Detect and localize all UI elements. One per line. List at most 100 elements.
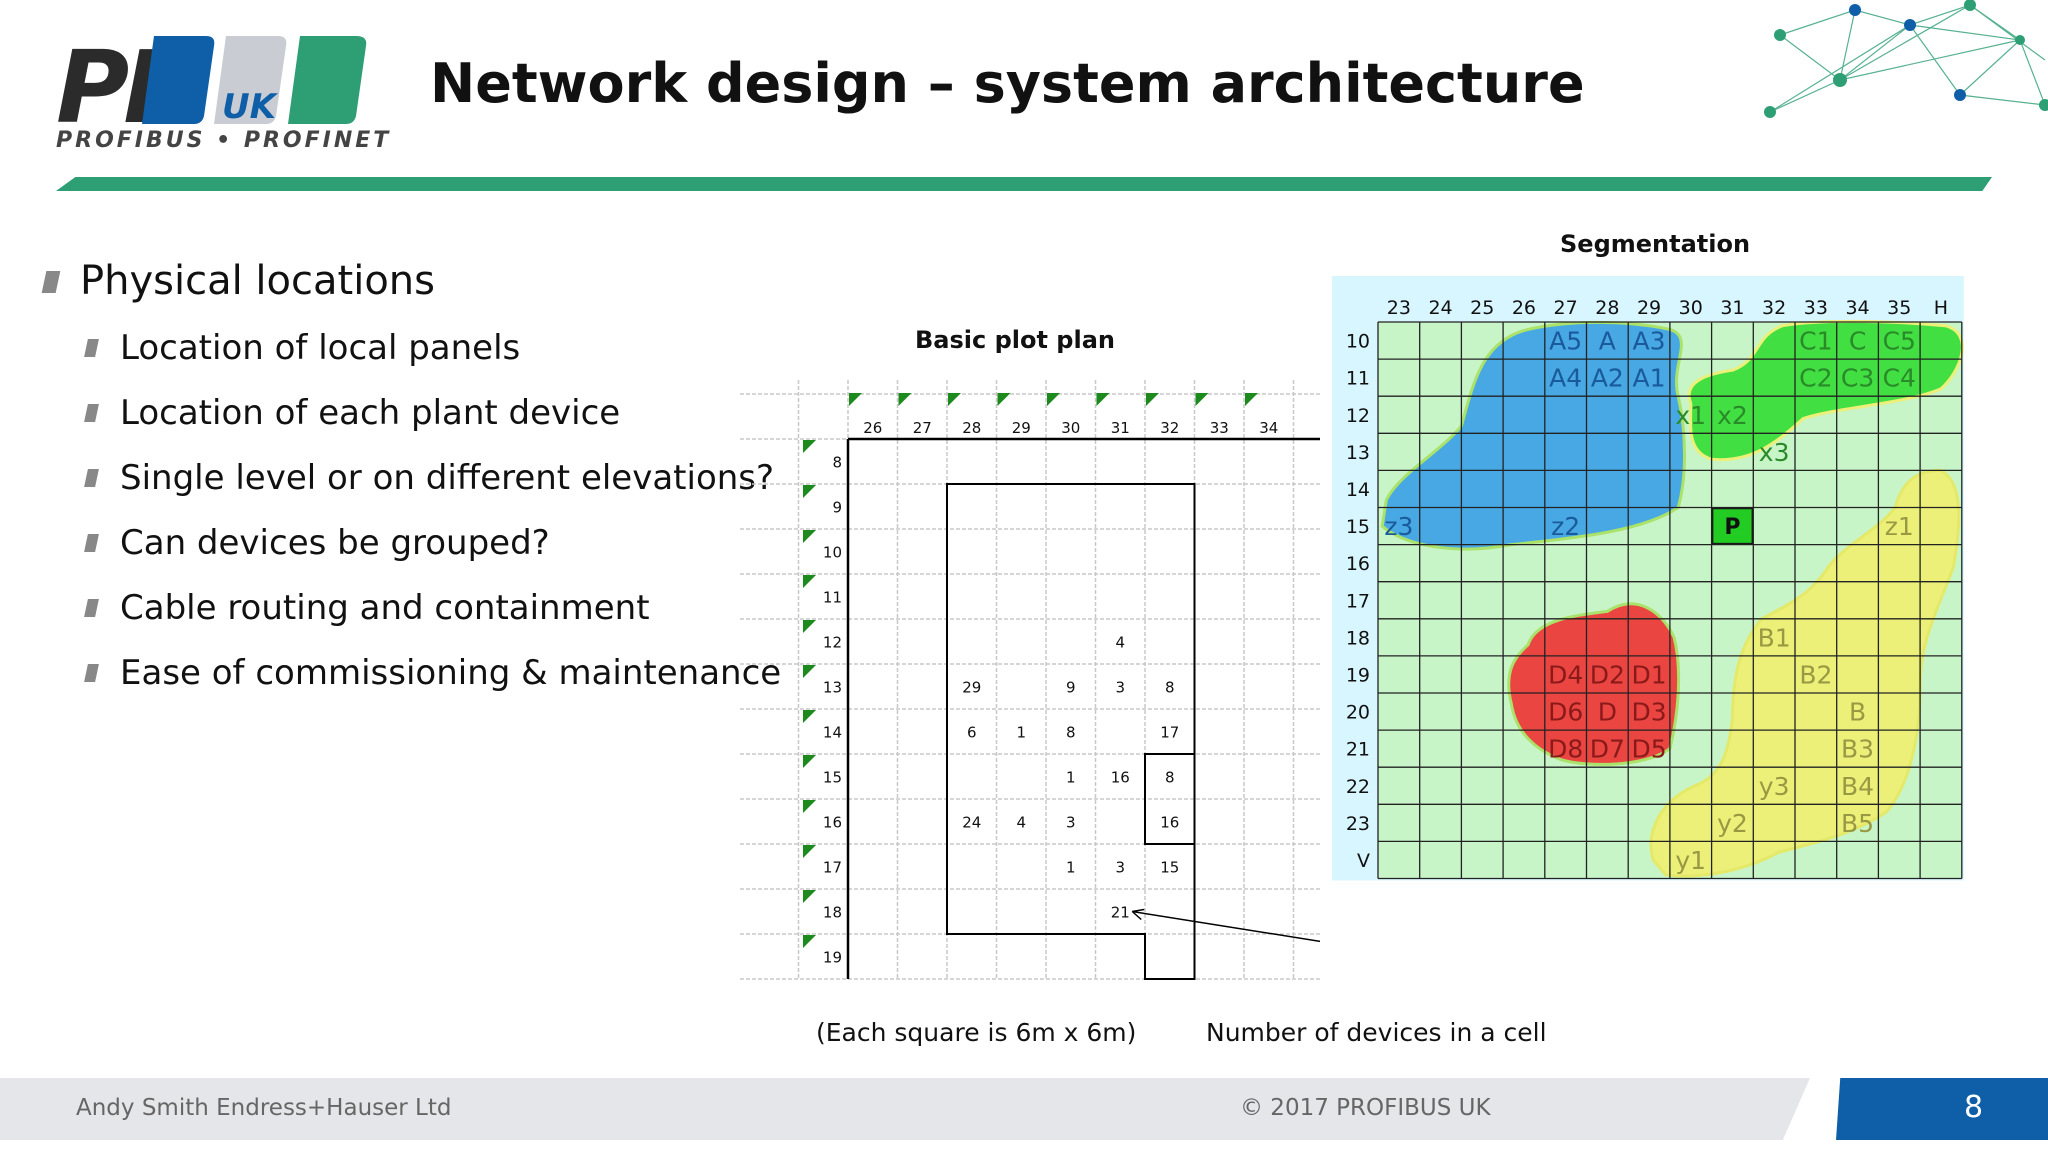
seg-row-label: 15: [1346, 516, 1370, 538]
seg-row-label: 18: [1346, 627, 1370, 649]
network-node: [1964, 0, 1976, 11]
seg-col-label: 31: [1720, 297, 1744, 319]
seg-col-label: 24: [1428, 297, 1452, 319]
plot-cell-value: 4: [1115, 634, 1125, 652]
seg-device-label: A4: [1549, 364, 1582, 393]
sub-bullet-5: Cable routing and containment: [120, 588, 650, 628]
network-node: [1954, 89, 1966, 101]
plot-row-flag: [803, 575, 816, 588]
seg-device-label: D5: [1631, 735, 1666, 764]
seg-row-label: 11: [1346, 368, 1370, 390]
plot-col-flag: [1096, 393, 1110, 406]
seg-device-label: D3: [1631, 698, 1666, 727]
plot-row-label: 18: [823, 904, 842, 922]
plot-col-flag: [849, 393, 862, 406]
plot-col-flag: [1195, 393, 1209, 406]
seg-col-label: 33: [1804, 297, 1828, 319]
plot-cell-value: 6: [967, 724, 977, 742]
seg-row-label: 10: [1346, 331, 1370, 353]
footer-copyright: © 2017 PROFIBUS UK: [1240, 1095, 1491, 1121]
seg-col-label: 35: [1887, 297, 1911, 319]
seg-row-label: 14: [1346, 479, 1370, 501]
plot-cell-value: 16: [1160, 814, 1179, 832]
plot-cell-value: 17: [1160, 724, 1179, 742]
seg-device-label: C2: [1799, 364, 1832, 393]
plot-cell-value: 8: [1165, 679, 1175, 697]
seg-device-label: y1: [1675, 846, 1706, 875]
room-outline: [1144, 753, 1196, 845]
seg-device-label: y3: [1759, 772, 1790, 801]
plot-col-flag: [1047, 393, 1060, 406]
seg-device-label: y2: [1717, 809, 1748, 838]
seg-row-label: 21: [1346, 739, 1370, 761]
seg-device-label: A1: [1633, 364, 1666, 393]
footer-band: [0, 1078, 1810, 1140]
seg-device-label: B: [1849, 698, 1866, 727]
bullet-physical-locations: Physical locations: [80, 258, 435, 304]
seg-device-label: D4: [1548, 660, 1583, 689]
plot-col-flag: [997, 393, 1011, 406]
plot-cell-value: 16: [1111, 769, 1130, 787]
seg-device-label: B2: [1799, 660, 1832, 689]
seg-col-label: 32: [1762, 297, 1786, 319]
seg-zone-2: [1507, 602, 1681, 766]
plot-col-label: 29: [1012, 419, 1031, 437]
network-graphic: [1764, 0, 2048, 118]
plot-cell-value: 8: [1066, 724, 1076, 742]
seg-device-label: B3: [1841, 735, 1874, 764]
building-outline: [946, 483, 1196, 980]
plot-cell-value: 3: [1066, 814, 1076, 832]
plot-col-label: 33: [1210, 419, 1229, 437]
plot-row-flag: [803, 845, 816, 858]
seg-col-label: 29: [1637, 297, 1661, 319]
seg-col-label: 34: [1845, 297, 1869, 319]
network-node: [1849, 4, 1861, 16]
seg-device-label: z1: [1885, 512, 1914, 541]
seg-row-label: 23: [1346, 813, 1370, 835]
sub-bullet-4: Can devices be grouped?: [120, 523, 550, 563]
seg-device-label: D7: [1590, 735, 1625, 764]
plot-row-label: 19: [823, 949, 842, 967]
seg-device-label: A3: [1633, 327, 1666, 356]
slide-title: Network design – system architecture: [430, 52, 1585, 115]
plot-row-label: 13: [823, 679, 842, 697]
seg-col-label: 27: [1554, 297, 1578, 319]
seg-device-label: A5: [1549, 327, 1582, 356]
plot-row-flag: [803, 800, 816, 813]
plot-col-label: 31: [1111, 419, 1130, 437]
plot-cell-value: 24: [962, 814, 981, 832]
logo-blue-block: [142, 36, 215, 124]
plot-row-flag: [803, 530, 816, 543]
seg-device-label: z2: [1551, 512, 1580, 541]
sub-bullet-2: Location of each plant device: [120, 393, 621, 433]
plot-cell-value: 4: [1016, 814, 1026, 832]
seg-device-label: C4: [1883, 364, 1916, 393]
annotation-arrow-head: [1131, 908, 1145, 921]
plot-col-label: 28: [962, 419, 981, 437]
seg-col-label: H: [1934, 297, 1948, 319]
seg-device-label: D1: [1631, 660, 1666, 689]
seg-device-label: C3: [1841, 364, 1874, 393]
plot-row-label: 15: [823, 769, 842, 787]
title-divider-bar: [56, 177, 1992, 191]
plot-row-flag: [803, 485, 816, 498]
plot-cell-value: 15: [1160, 859, 1179, 877]
plot-col-label: 32: [1160, 419, 1179, 437]
plot-row-label: 9: [832, 499, 842, 517]
bullet-marker: [41, 271, 61, 293]
plot-plan-caption: Basic plot plan: [915, 326, 1115, 354]
plot-row-flag: [803, 935, 816, 948]
plot-cell-value: 1: [1066, 859, 1076, 877]
network-node: [2015, 35, 2025, 45]
seg-row-label: V: [1357, 850, 1370, 872]
plot-col-label: 27: [913, 419, 932, 437]
seg-device-label: D6: [1548, 698, 1583, 727]
plot-row-flag: [803, 440, 816, 453]
plot-row-label: 14: [823, 724, 842, 742]
footer-author: Andy Smith Endress+Hauser Ltd: [76, 1095, 452, 1121]
pi-uk-logo: PI UK: [56, 30, 367, 146]
seg-device-label: A2: [1591, 364, 1624, 393]
plot-cell-value: 9: [1066, 679, 1076, 697]
plot-cell-value: 21: [1111, 904, 1130, 922]
